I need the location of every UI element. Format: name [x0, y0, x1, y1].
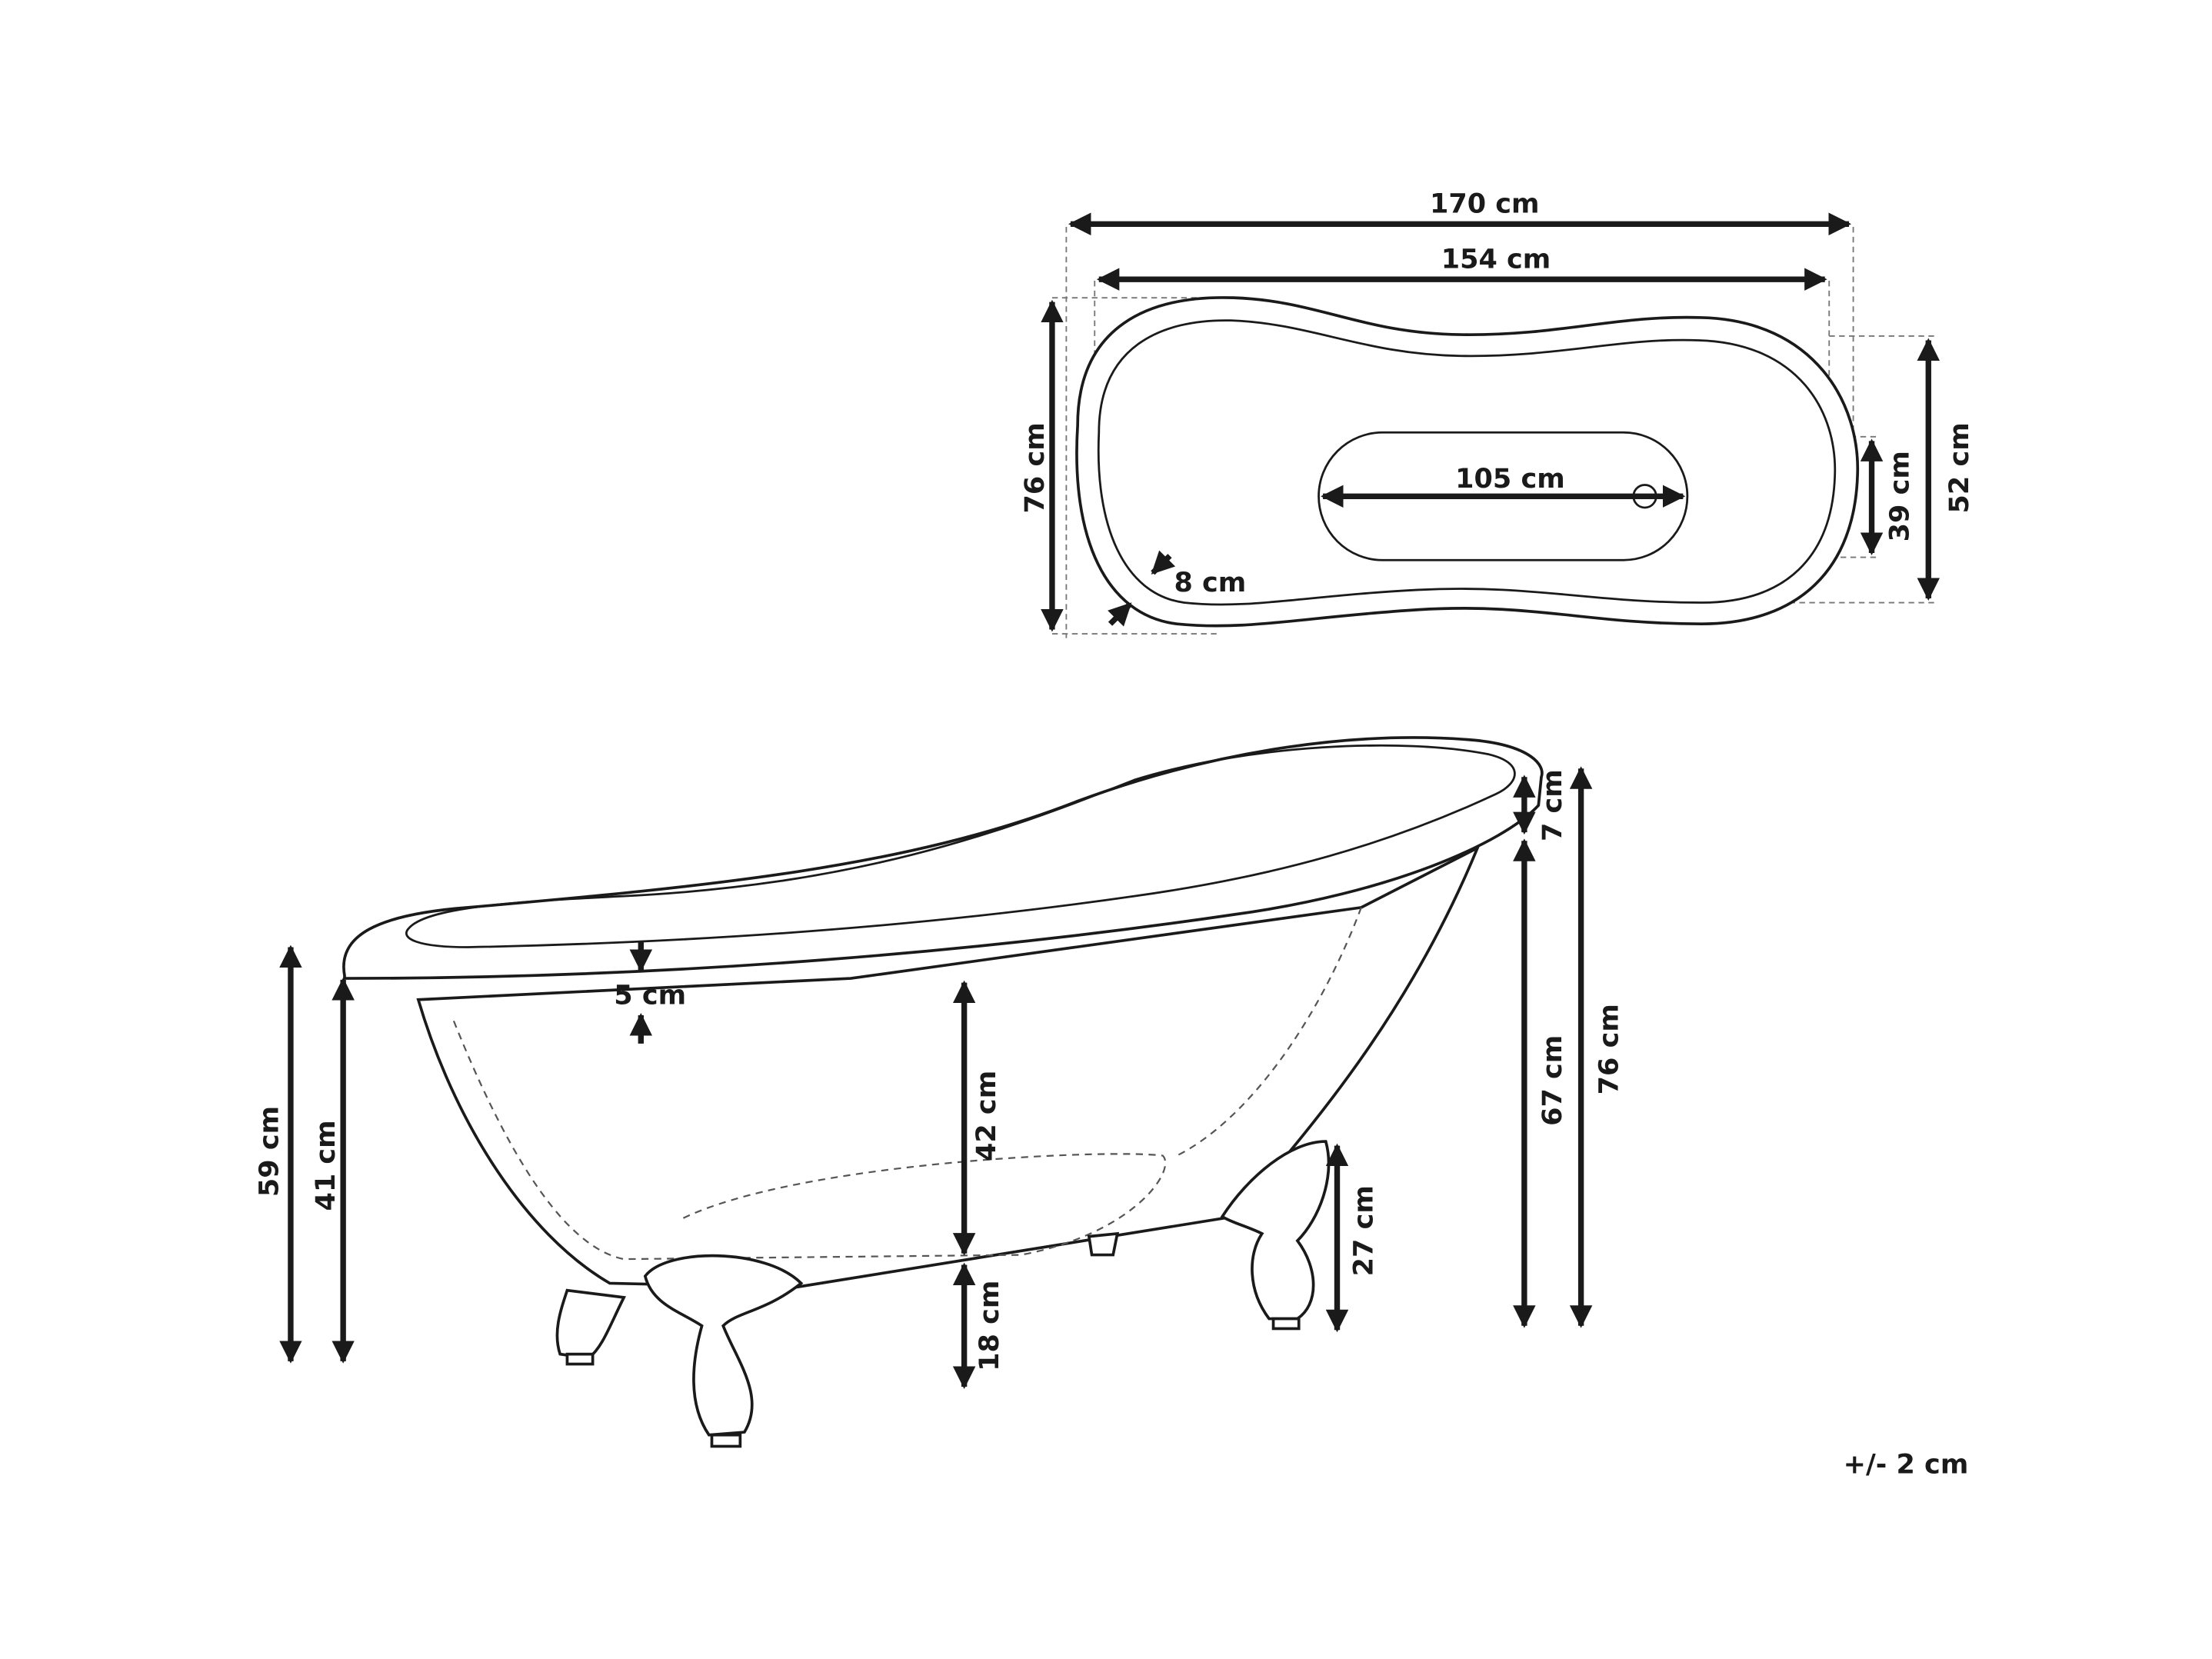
- tub-rim: [342, 736, 1544, 980]
- tub-outer-outline: [1075, 296, 1860, 628]
- top-view: 170 cm 154 cm 76 cm 52 cm 39 cm 105 cm 8…: [1019, 188, 1975, 638]
- label-154: 154 cm: [1441, 243, 1551, 275]
- label-105: 105 cm: [1455, 463, 1565, 495]
- label-59: 59 cm: [253, 1106, 285, 1197]
- label-52: 52 cm: [1944, 422, 1975, 513]
- tub-inner-outline: [1097, 319, 1837, 606]
- claw-foot-back-left: [555, 1288, 626, 1366]
- dim-arrow-8-b: [1108, 601, 1132, 627]
- label-27: 27 cm: [1348, 1185, 1380, 1276]
- label-8: 8 cm: [1174, 567, 1246, 598]
- label-76-top: 76 cm: [1019, 422, 1051, 513]
- label-39: 39 cm: [1884, 451, 1915, 541]
- label-67: 67 cm: [1537, 1035, 1568, 1126]
- claw-foot-back-right: [1087, 1231, 1120, 1257]
- side-view: 59 cm 41 cm 5 cm 42 cm 18 cm 27 cm 7 cm …: [253, 736, 1625, 1448]
- dim-arrow-8-a: [1151, 550, 1176, 575]
- tolerance-note: +/- 2 cm: [1844, 1448, 1969, 1480]
- tub-rim-inner: [405, 744, 1516, 948]
- label-18: 18 cm: [974, 1281, 1005, 1371]
- tub-bottom-outline: [1318, 431, 1689, 561]
- label-170: 170 cm: [1430, 188, 1540, 220]
- label-5: 5 cm: [614, 979, 686, 1011]
- label-7: 7 cm: [1537, 769, 1568, 841]
- label-41: 41 cm: [310, 1120, 341, 1211]
- hidden-interior: [452, 907, 1362, 1261]
- claw-foot-front-right: [1220, 1140, 1331, 1331]
- label-76-side: 76 cm: [1594, 1004, 1625, 1094]
- label-42: 42 cm: [971, 1071, 1002, 1161]
- claw-foot-front-left: [643, 1254, 804, 1448]
